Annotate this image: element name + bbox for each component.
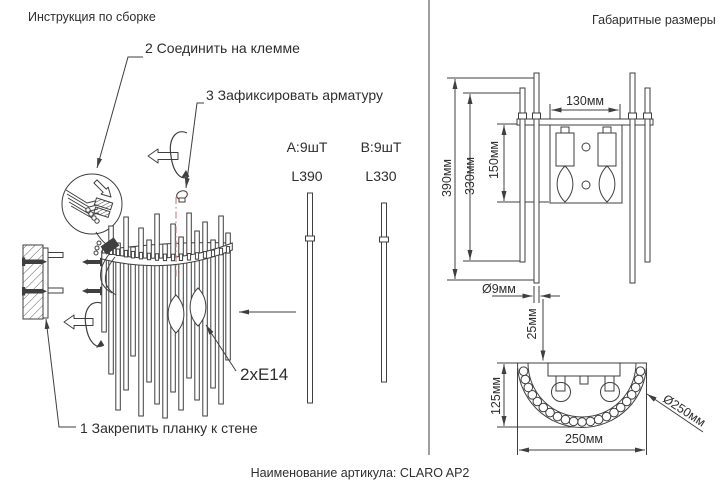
wall-section <box>22 244 44 320</box>
top-view: 25мм 125мм 250мм Ø250мм <box>489 299 708 455</box>
lamp-cage <box>93 190 233 419</box>
wiring-detail-circle <box>61 173 123 235</box>
rotate-arrow-icon <box>84 301 105 347</box>
part-a-name: A:9шТ <box>287 139 328 155</box>
socket-circle <box>551 382 571 402</box>
fixing-nut <box>176 190 188 203</box>
article-name: Наименование артикула: CLARO AP2 <box>251 466 470 480</box>
step-1-leader-arrow <box>44 318 76 428</box>
dim-150-label: 150мм <box>487 141 501 179</box>
fixing-arrows <box>147 131 190 179</box>
step-3-leader-arrow <box>184 102 204 189</box>
dimensions-view: 390мм 330мм 150мм 130мм Ø9мм <box>440 72 708 455</box>
left-panel-title: Инструкция по сборке <box>28 10 156 24</box>
dim-130-label: 130мм <box>566 94 604 108</box>
right-panel-title: Габаритные размеры <box>592 13 716 27</box>
shade-inner-rim <box>527 362 637 418</box>
wall-screw-icon <box>22 257 47 296</box>
top-ring <box>101 242 233 267</box>
socket-count-label: 2xE14 <box>240 365 288 384</box>
push-direction-arrow-icon <box>93 179 112 198</box>
rod-a <box>305 192 315 404</box>
front-view: 390мм 330мм 150мм 130мм Ø9мм <box>440 72 654 303</box>
terminal-block <box>93 197 114 219</box>
dim-390-label: 390мм <box>440 159 454 197</box>
dim-d9-label: Ø9мм <box>482 282 516 296</box>
dim-250-label: 250мм <box>565 432 603 446</box>
parts-list: A:9шТ L390 B:9шТ L330 <box>287 139 402 404</box>
center-hole <box>579 375 589 385</box>
loose-screw-icon <box>82 257 103 296</box>
rod-holes <box>518 366 646 427</box>
dim-25-label: 25мм <box>525 308 539 339</box>
mount-bar <box>547 362 621 377</box>
supply-wire <box>93 231 120 296</box>
assembly-view: 2 Соединить на клемме 3 Зафиксировать ар… <box>22 40 402 436</box>
candle-bulb <box>189 287 207 327</box>
part-b-name: B:9шТ <box>361 139 402 155</box>
candle-bulb <box>167 294 185 334</box>
dim-330-label: 330мм <box>463 157 477 195</box>
part-a-length: L390 <box>291 168 322 184</box>
front-lamps <box>555 126 617 203</box>
socket-leader-arrow <box>205 324 237 372</box>
wire-ferrules <box>85 207 100 224</box>
part-b-length: L330 <box>365 168 396 184</box>
diameter-leader-arrow <box>646 393 704 433</box>
front-rods <box>518 72 652 284</box>
step-2-label: 2 Соединить на клемме <box>145 40 300 56</box>
wall-plate <box>22 244 105 348</box>
step-3-label: 3 Зафиксировать арматуру <box>206 87 383 103</box>
slide-left-arrow-icon <box>147 148 179 164</box>
dim-125-label: 125мм <box>489 377 503 415</box>
dim-d250-label: Ø250мм <box>660 392 708 430</box>
step-2-leader-arrow <box>96 56 143 169</box>
step-1-label: 1 Закрепить планку к стене <box>80 420 258 436</box>
cage-rods <box>101 212 231 419</box>
rod-b <box>379 202 389 383</box>
mounting-plank <box>42 247 49 319</box>
socket-circle <box>600 382 620 402</box>
slide-left-arrow-icon <box>63 314 94 330</box>
